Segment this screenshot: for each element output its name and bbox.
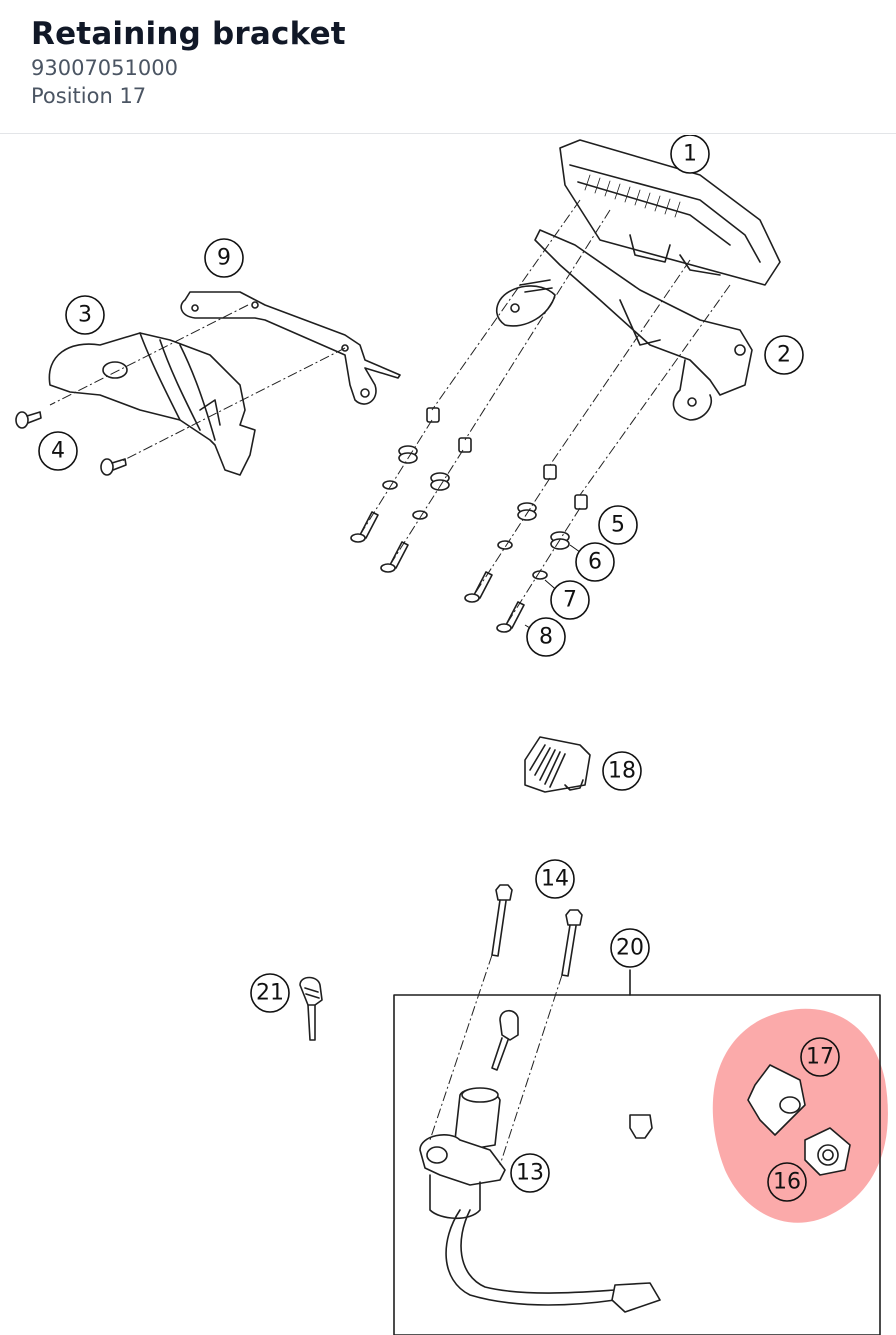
svg-text:3: 3: [78, 303, 92, 328]
nut-part: [804, 1127, 851, 1176]
callout-4[interactable]: 4: [38, 431, 78, 471]
dashboard-display-part: [559, 139, 781, 286]
ignition-lock-part: [419, 1087, 661, 1313]
mounting-bracket-part: [495, 229, 753, 421]
callout-20[interactable]: 20: [610, 928, 650, 968]
svg-text:7: 7: [563, 588, 577, 613]
key-in-set-part: [491, 1009, 519, 1071]
callout-13[interactable]: 13: [510, 1153, 550, 1193]
svg-text:5: 5: [611, 513, 625, 538]
cover-shroud-part: [48, 332, 256, 476]
position-label: Position 17: [31, 84, 147, 108]
svg-text:16: 16: [773, 1170, 801, 1195]
svg-text:6: 6: [588, 550, 602, 575]
svg-text:21: 21: [256, 981, 284, 1006]
svg-text:1: 1: [683, 142, 697, 167]
exploded-parts-diagram: 1 2 3 4 5 6 7 8 9 13 14 16: [15, 135, 888, 1335]
callout-1[interactable]: 1: [670, 135, 710, 174]
callout-6[interactable]: 6: [575, 542, 615, 582]
clip-part: [629, 1114, 653, 1139]
svg-text:17: 17: [806, 1045, 834, 1070]
callout-9[interactable]: 9: [204, 238, 244, 278]
callout-8[interactable]: 8: [526, 617, 566, 657]
svg-text:9: 9: [217, 246, 231, 271]
svg-text:4: 4: [51, 439, 65, 464]
key-part: [299, 976, 323, 1041]
callout-5[interactable]: 5: [598, 505, 638, 545]
callout-7[interactable]: 7: [550, 580, 590, 620]
ignition-lock-set-box: [393, 969, 881, 1335]
svg-text:2: 2: [777, 343, 791, 368]
callout-18[interactable]: 18: [602, 751, 642, 791]
svg-text:18: 18: [608, 759, 636, 784]
svg-text:13: 13: [516, 1161, 544, 1186]
assembly-lines: [49, 199, 731, 1166]
connector-part: [524, 736, 591, 793]
screw-part: [15, 411, 127, 476]
retaining-bracket-part: [747, 1064, 806, 1136]
callout-3[interactable]: 3: [65, 295, 105, 335]
svg-text:8: 8: [539, 625, 553, 650]
svg-text:20: 20: [616, 936, 644, 961]
fastener-stack-part: [350, 407, 588, 633]
svg-text:14: 14: [541, 867, 569, 892]
callout-2[interactable]: 2: [764, 335, 804, 375]
part-number: 93007051000: [31, 56, 178, 80]
callout-21[interactable]: 21: [250, 973, 290, 1013]
holder-bracket-part: [180, 291, 401, 405]
bolt-part: [491, 884, 583, 977]
callout-16[interactable]: 16: [767, 1162, 807, 1202]
callout-17[interactable]: 17: [800, 1037, 840, 1077]
callout-14[interactable]: 14: [535, 859, 575, 899]
part-title: Retaining bracket: [31, 16, 346, 52]
part-header: Retaining bracket 93007051000 Position 1…: [0, 0, 896, 134]
